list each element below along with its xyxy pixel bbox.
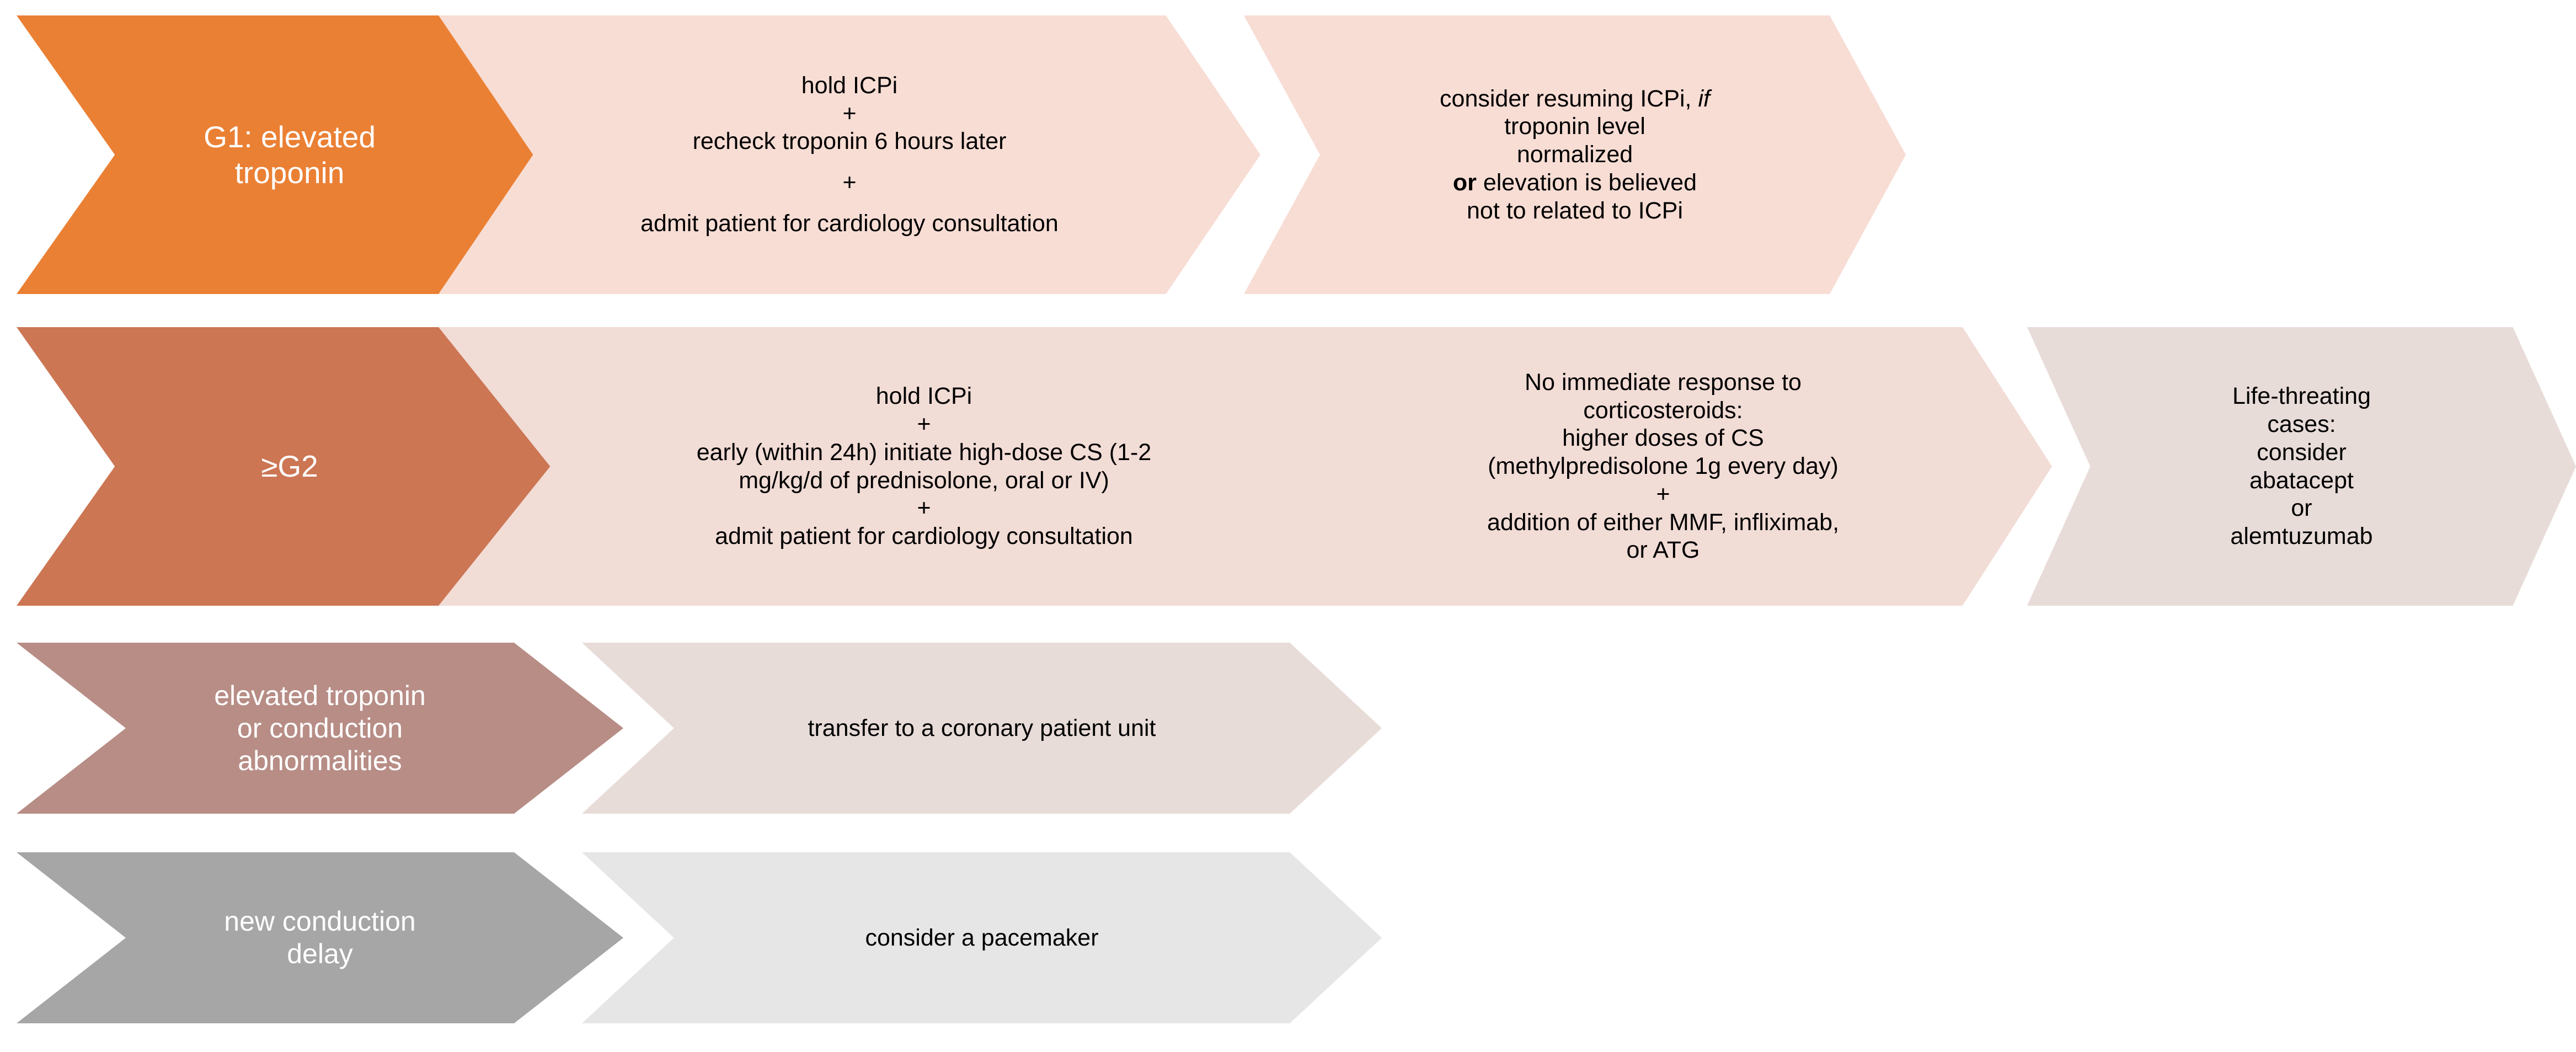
text-line-plus: +: [917, 411, 931, 438]
chevron-step-g1-2-label: consider resuming ICPi, if troponin leve…: [1244, 85, 1906, 225]
text-line: consider: [2257, 439, 2347, 466]
text-spacer: [444, 156, 1255, 169]
text-line: consider resuming ICPi, if: [1249, 85, 1900, 113]
chevron-head-conduction[interactable]: elevated troponin or conduction abnormal…: [17, 643, 623, 814]
chevron-step-g2-1-label: hold ICPi + early (within 24h) initiate …: [439, 382, 1409, 550]
text-line: or: [2291, 495, 2312, 522]
text-line: early (within 24h) initiate high-dose CS…: [696, 439, 1152, 466]
text-line: (methylpredisolone 1g every day): [1488, 453, 1839, 480]
text-line: cases:: [2267, 411, 2336, 438]
text-line-plus: +: [842, 169, 857, 196]
text-line: or elevation is believed: [1249, 169, 1900, 197]
chevron-step-conduction-1[interactable]: transfer to a coronary patient unit: [582, 643, 1382, 814]
text-line: delay: [287, 938, 353, 969]
chevron-head-g1-label: G1: elevated troponin: [17, 119, 563, 191]
chevron-step-g1-1[interactable]: hold ICPi + recheck troponin 6 hours lat…: [439, 15, 1260, 294]
text-line: alemtuzumab: [2230, 522, 2373, 549]
text-line: hold ICPi: [875, 383, 972, 410]
text-line: new conduction: [224, 906, 416, 937]
text-fragment-bold: or: [1452, 169, 1477, 196]
text-fragment-italic: if: [1698, 85, 1710, 112]
chevron-head-delay[interactable]: new conduction delay: [17, 852, 623, 1023]
chevron-head-conduction-label: elevated troponin or conduction abnormal…: [17, 680, 623, 777]
text-fragment: elevation is believed: [1476, 169, 1697, 196]
text-line: mg/kg/d of prednisolone, oral or IV): [739, 467, 1109, 494]
text-line: Life-threating: [2232, 383, 2371, 410]
chevron-step-g2-3[interactable]: Life-threating cases: consider abatacept…: [2027, 327, 2576, 606]
chevron-step-g2-2[interactable]: No immediate response to corticosteroids…: [1274, 327, 2052, 606]
text-line: ≥G2: [261, 449, 318, 484]
text-line-plus: +: [842, 100, 857, 127]
chevron-step-delay-1[interactable]: consider a pacemaker: [582, 852, 1382, 1023]
chevron-step-g2-2-label: No immediate response to corticosteroids…: [1274, 369, 2052, 564]
text-line: elevated troponin: [214, 680, 426, 711]
text-line: troponin: [234, 155, 345, 190]
text-line: abatacept: [2249, 467, 2354, 494]
text-line: higher doses of CS: [1562, 425, 1764, 452]
chevron-head-delay-label: new conduction delay: [17, 905, 623, 970]
text-line: recheck troponin 6 hours later: [692, 128, 1007, 155]
text-line: not to related to ICPi: [1467, 197, 1683, 224]
text-line: consider a pacemaker: [865, 924, 1099, 951]
text-fragment: consider resuming ICPi,: [1440, 85, 1698, 112]
chevron-step-delay-1-label: consider a pacemaker: [582, 924, 1382, 952]
text-line: or ATG: [1626, 537, 1700, 564]
text-line: hold ICPi: [801, 72, 898, 99]
text-line: G1: elevated: [204, 119, 376, 154]
text-line: admit patient for cardiology consultatio…: [640, 210, 1059, 237]
text-line: transfer to a coronary patient unit: [808, 714, 1156, 741]
chevron-step-g1-2[interactable]: consider resuming ICPi, if troponin leve…: [1244, 15, 1906, 294]
text-spacer: [444, 197, 1255, 210]
text-line: admit patient for cardiology consultatio…: [715, 522, 1133, 549]
chevron-step-conduction-1-label: transfer to a coronary patient unit: [582, 714, 1382, 743]
text-line: corticosteroids:: [1583, 397, 1743, 424]
text-line: normalized: [1516, 141, 1633, 168]
chevron-step-g2-3-label: Life-threating cases: consider abatacept…: [2027, 382, 2576, 550]
text-line: No immediate response to: [1525, 369, 1802, 396]
text-line: troponin level: [1504, 113, 1645, 140]
text-line-plus: +: [917, 495, 931, 522]
chevron-step-g1-1-label: hold ICPi + recheck troponin 6 hours lat…: [439, 72, 1260, 238]
text-line: abnormalities: [238, 745, 402, 776]
chevron-head-g2-label: ≥G2: [17, 448, 563, 484]
text-line: or conduction: [237, 712, 403, 744]
text-line: addition of either MMF, infliximab,: [1487, 509, 1840, 536]
chevron-step-g2-1[interactable]: hold ICPi + early (within 24h) initiate …: [439, 327, 1409, 606]
text-line-plus: +: [1656, 480, 1670, 508]
